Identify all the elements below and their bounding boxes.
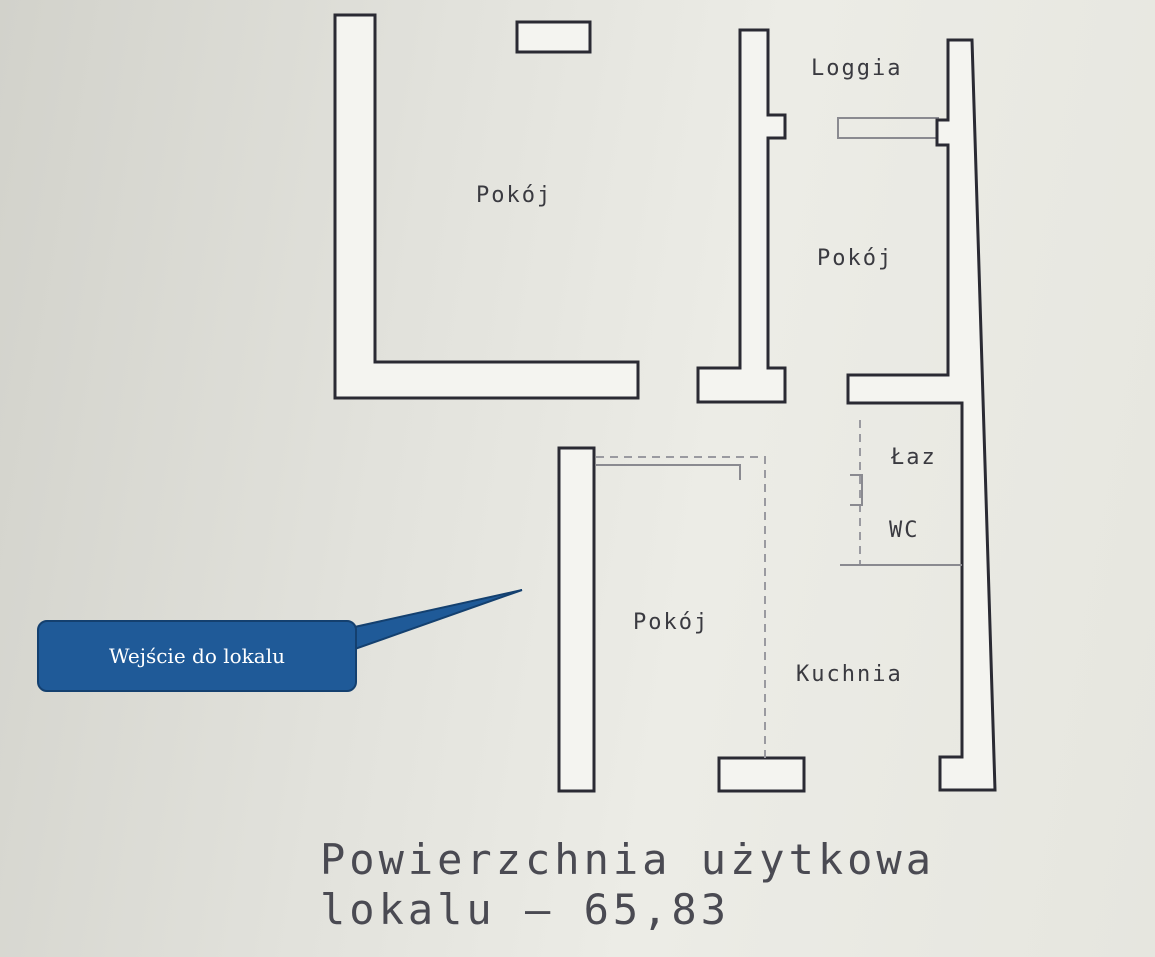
wall-entrance bbox=[557, 446, 596, 793]
room-label-wc: WC bbox=[889, 518, 920, 543]
room-label-pokoj-right: Pokój bbox=[817, 246, 894, 271]
entrance-callout-label: Wejście do lokalu bbox=[109, 644, 285, 668]
room-label-loggia: Loggia bbox=[811, 56, 903, 81]
window-top bbox=[515, 20, 592, 54]
room-label-pokoj-bottom: Pokój bbox=[633, 610, 710, 635]
partition-hall bbox=[596, 456, 766, 760]
room-label-kuchnia: Kuchnia bbox=[796, 662, 903, 687]
wall-top-left-l bbox=[333, 13, 640, 400]
room-label-pokoj-top-left: Pokój bbox=[476, 183, 553, 208]
room-label-laz: Łaz bbox=[891, 445, 937, 470]
wall-right bbox=[846, 38, 997, 792]
partition-wc-door bbox=[850, 474, 863, 506]
area-caption-line2: lokalu – 65,83 bbox=[320, 885, 731, 934]
area-caption-line1: Powierzchnia użytkowa bbox=[320, 835, 936, 884]
wall-middle-vertical bbox=[696, 28, 787, 404]
partition-door bbox=[596, 464, 741, 480]
window-bottom bbox=[717, 756, 806, 793]
entrance-callout: Wejście do lokalu bbox=[37, 620, 357, 692]
